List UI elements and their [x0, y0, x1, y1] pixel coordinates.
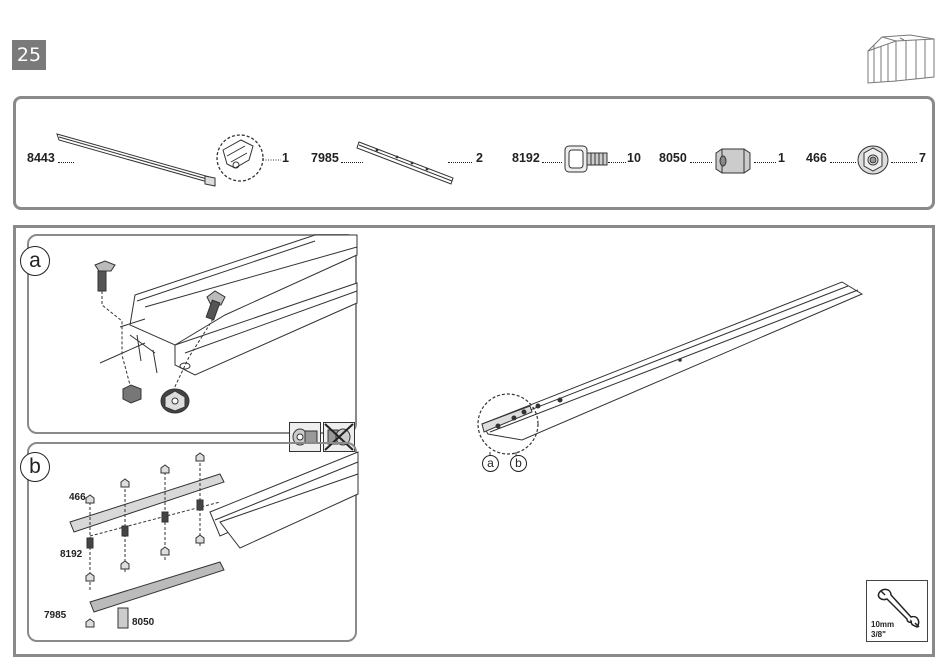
- leader-line: [754, 162, 776, 163]
- main-callout-a: a: [482, 455, 499, 472]
- part-qty-8443: 1: [282, 151, 289, 165]
- tool-size-metric: 10mm: [871, 620, 894, 629]
- detail-a-label: a: [20, 246, 50, 276]
- main-rail-assembly-drawing: [470, 278, 870, 478]
- part-code-8443: 8443: [27, 151, 55, 165]
- part-qty-7985: 2: [476, 151, 483, 165]
- part-code-8050: 8050: [659, 151, 687, 165]
- detail-b-nut-label: 466: [69, 492, 86, 503]
- leader-line: [830, 162, 856, 163]
- part-qty-8050: 1: [778, 151, 785, 165]
- part-7985-bar-drawing: [357, 136, 457, 188]
- part-qty-466: 7: [919, 151, 926, 165]
- part-code-466: 466: [806, 151, 827, 165]
- detail-b-bar-label: 7985: [44, 610, 66, 621]
- part-qty-8192: 10: [627, 151, 641, 165]
- detail-b-coupler-label: 8050: [132, 617, 154, 628]
- shed-icon: [866, 33, 938, 85]
- part-8443-rail-drawing: [55, 128, 275, 198]
- detail-b-label: b: [20, 452, 50, 482]
- detail-b-bolt-label: 8192: [60, 549, 82, 560]
- part-code-8192: 8192: [512, 151, 540, 165]
- leader-line: [891, 162, 917, 163]
- main-callout-b: b: [510, 455, 527, 472]
- flange-nut-466-icon: [856, 144, 890, 176]
- leader-line: [448, 162, 472, 163]
- detail-a-drawing: [75, 235, 357, 415]
- part-code-7985: 7985: [311, 151, 339, 165]
- leader-line: [608, 162, 626, 163]
- tool-size-imperial: 3/8": [871, 630, 886, 639]
- tool-box: 10mm 3/8": [866, 580, 928, 642]
- detail-b-drawing: [60, 452, 358, 630]
- step-number-badge: 25: [12, 40, 46, 70]
- bolt-8192-icon: [562, 144, 610, 176]
- leader-line: [690, 162, 712, 163]
- leader-line: [542, 162, 562, 163]
- coupler-nut-8050-icon: [714, 147, 752, 175]
